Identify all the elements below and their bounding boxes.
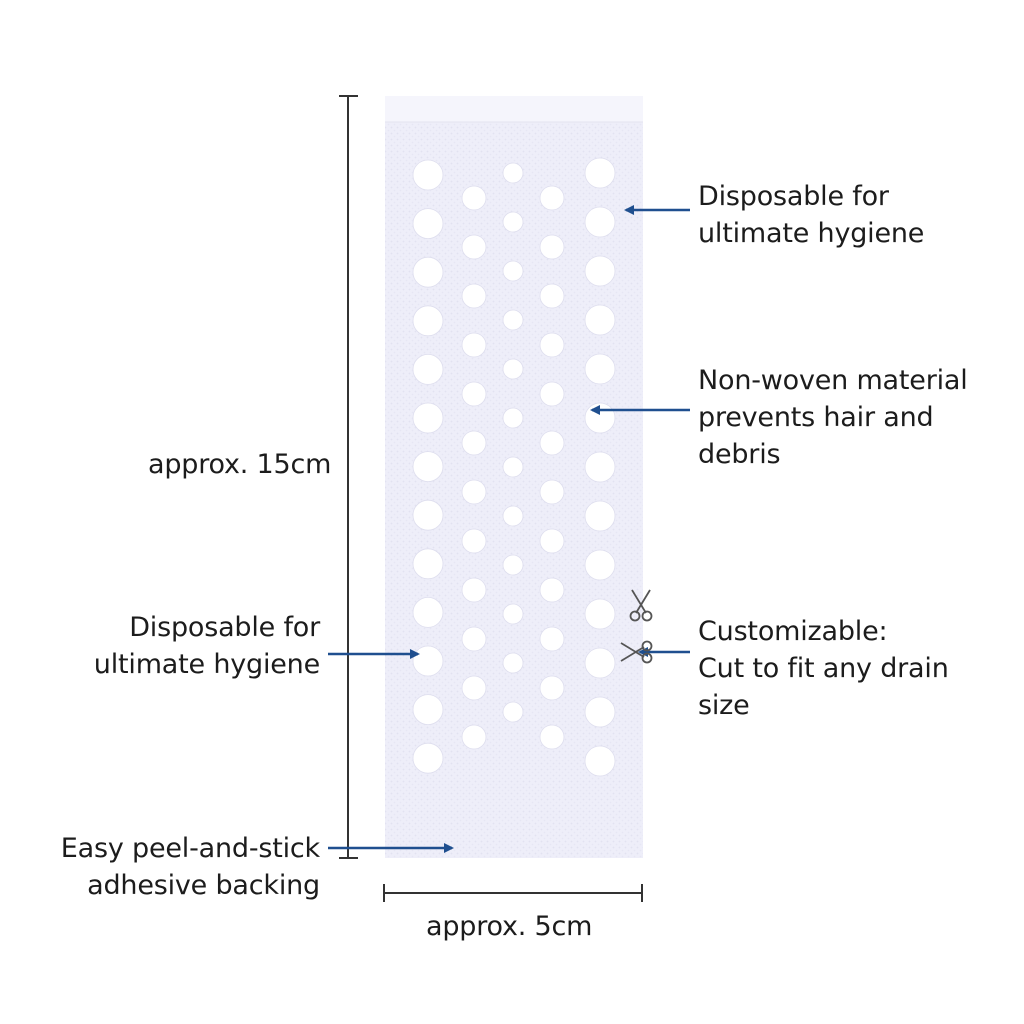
scissors-icon [620, 640, 653, 664]
callout-top-right: Disposable for ultimate hygiene [698, 178, 924, 252]
callout-line: size [698, 690, 750, 721]
callout-line: ultimate hygiene [93, 649, 320, 680]
width-dimension-label: approx. 5cm [426, 911, 593, 942]
callout-line: Disposable for [698, 181, 889, 212]
callout-line: Disposable for [129, 612, 320, 643]
strip-hole [412, 159, 444, 191]
strip-hole [412, 208, 444, 240]
strip-hole [412, 645, 444, 677]
strip-hole [539, 528, 565, 554]
callout-left-bottom: Easy peel-and-stick adhesive backing [20, 830, 320, 904]
strip-hole [584, 304, 616, 336]
strip-hole [584, 451, 616, 483]
strip-hole [461, 479, 487, 505]
strip-hole [502, 162, 524, 184]
callout-left-middle: Disposable for ultimate hygiene [60, 609, 320, 683]
strip-hole [461, 283, 487, 309]
height-dimension [339, 95, 358, 859]
strip-holes [412, 157, 616, 777]
strip-hole [539, 675, 565, 701]
callout-line: Non-woven material [698, 365, 968, 396]
strip-hole [502, 358, 524, 380]
strip-hole [412, 548, 444, 580]
strip-hole [584, 549, 616, 581]
scissors-icon [629, 589, 653, 622]
strip-hole [412, 256, 444, 288]
strip-hole [539, 577, 565, 603]
callout-line: ultimate hygiene [698, 218, 925, 249]
strip-hole [461, 528, 487, 554]
strip-hole [584, 353, 616, 385]
strip-hole [461, 724, 487, 750]
strip-hole [412, 694, 444, 725]
strip-hole [584, 500, 616, 532]
strip-top-band [385, 96, 643, 122]
callout-line: Easy peel-and-stick [60, 833, 320, 864]
strip-hole [539, 430, 565, 456]
strip-hole [412, 402, 444, 434]
strip-hole [584, 598, 616, 630]
strip-hole [412, 353, 444, 385]
strip-hole [461, 185, 487, 211]
strip-hole [502, 211, 524, 233]
callout-line: debris [698, 439, 781, 470]
strip-hole [539, 381, 565, 407]
strip-hole [412, 597, 444, 628]
strip-hole [539, 283, 565, 309]
strip-hole [412, 305, 444, 337]
strip-hole [461, 234, 487, 260]
strip-hole [412, 451, 444, 483]
strip-hole [502, 407, 524, 429]
strip-hole [584, 696, 616, 728]
strip-hole [502, 701, 524, 723]
strip-hole [461, 675, 487, 701]
strip-hole [584, 402, 616, 434]
callout-middle-right: Non-woven material prevents hair and deb… [698, 362, 968, 473]
strip-hole [584, 157, 616, 189]
strip-hole [412, 499, 444, 531]
strip-hole [584, 647, 616, 679]
strip-hole [539, 626, 565, 652]
strip-hole [461, 381, 487, 407]
strip-hole [539, 234, 565, 260]
strip-hole [584, 255, 616, 287]
strip-hole [502, 652, 524, 674]
strip-hole [461, 430, 487, 456]
strip-hole [461, 577, 487, 603]
height-dimension-label: approx. 15cm [148, 449, 332, 480]
strip-hole [461, 332, 487, 358]
callout-line: adhesive backing [87, 870, 320, 901]
callout-line: Customizable: [698, 616, 888, 647]
callout-line: prevents hair and [698, 402, 934, 433]
strip-hole [539, 479, 565, 505]
strip-hole [539, 332, 565, 358]
strip-hole [502, 456, 524, 478]
strip-hole [502, 309, 524, 331]
width-dimension [383, 884, 643, 902]
strip-hole [539, 185, 565, 211]
strip-hole [502, 554, 524, 576]
strip-hole [412, 742, 444, 774]
strip-hole [461, 626, 487, 652]
callout-line: Cut to fit any drain [698, 653, 949, 684]
strip-hole [502, 260, 524, 282]
strip-hole [502, 505, 524, 527]
strip-hole [502, 603, 524, 625]
strip-hole [584, 206, 616, 238]
callout-bottom-right: Customizable: Cut to fit any drain size [698, 613, 949, 724]
drain-cover-strip [385, 96, 643, 858]
strip-hole [539, 724, 565, 750]
strip-hole [584, 745, 616, 777]
